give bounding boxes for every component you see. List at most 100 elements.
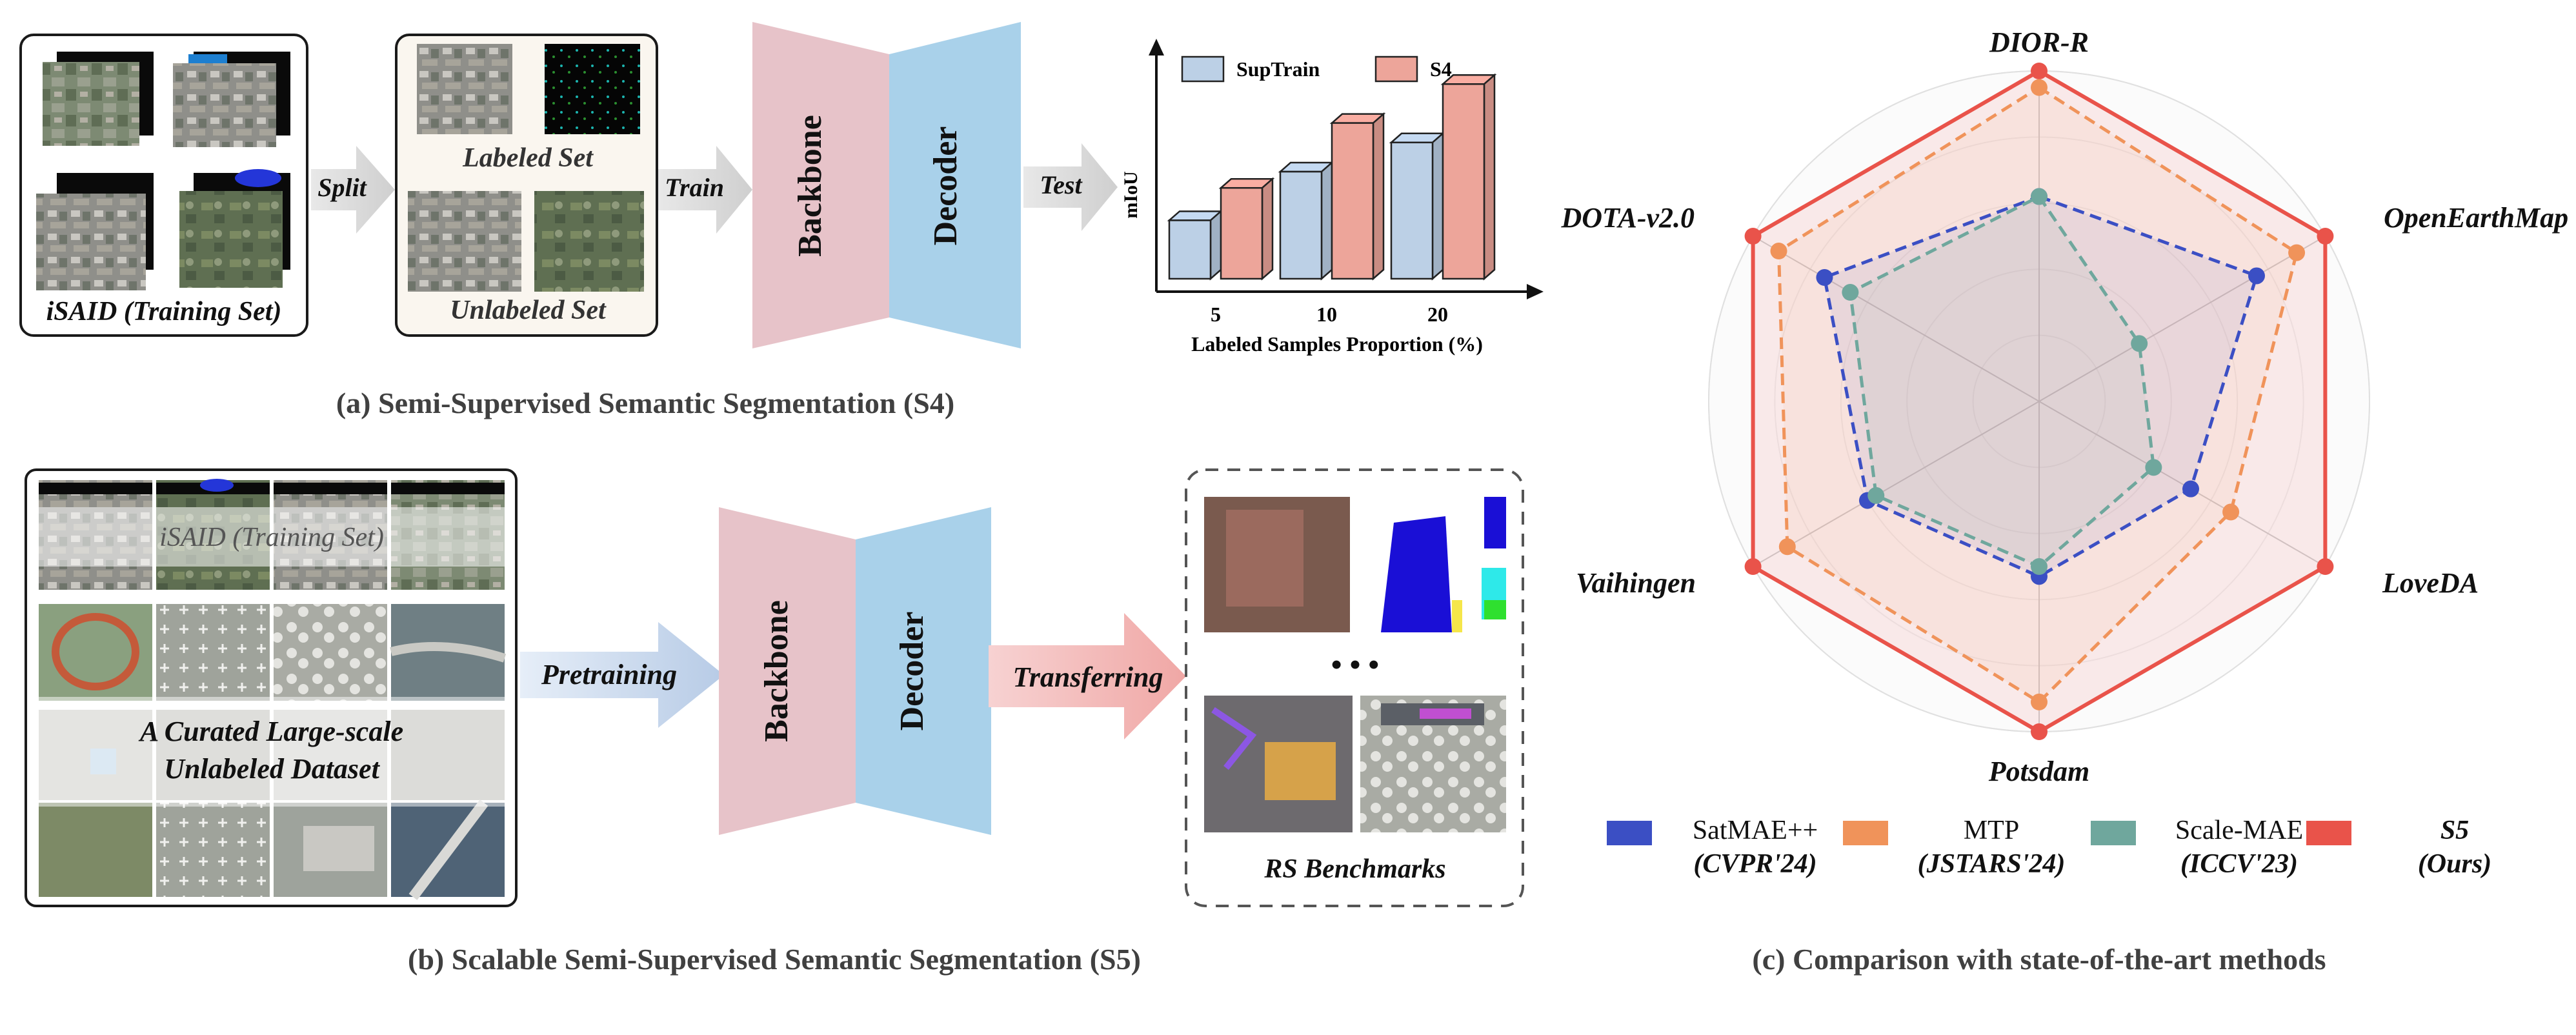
radar-spoke <box>1753 401 2040 567</box>
bar-side <box>1320 161 1333 281</box>
isaid-label-b: iSAID (Training Set) <box>159 523 384 552</box>
decoder-block-a <box>889 22 1021 348</box>
radar-legend-name: S5 <box>2440 816 2469 845</box>
radar-spoke <box>2038 236 2326 402</box>
bar-side <box>1209 209 1222 281</box>
radar-point <box>1842 284 1859 301</box>
labeled-image <box>417 44 512 134</box>
radar-axis-label: OpenEarthMap <box>2384 202 2568 234</box>
bar-chart: mIoU Labeled Samples Proportion (%) 5 10 20 S… <box>1120 39 1544 356</box>
test-label: Test <box>1040 170 1083 199</box>
radar-point <box>2031 723 2048 740</box>
x-tick-label: 10 <box>1316 303 1337 326</box>
test-arrow <box>1023 143 1118 231</box>
benchmark-mask-1 <box>1360 497 1506 632</box>
legend-label: S4 <box>1430 57 1452 81</box>
radar-point <box>2317 228 2334 245</box>
bar-SupTrain-20 <box>1390 141 1434 280</box>
radar-point <box>2031 188 2048 205</box>
radar-legend-name: MTP <box>1964 816 2019 845</box>
radar-legend-name: Scale-MAE <box>2175 816 2303 845</box>
unlabeled-image-1 <box>408 191 521 292</box>
radar-series-SatMAE++ <box>1822 194 2259 579</box>
y-axis-arrowhead <box>1149 39 1164 55</box>
bar-S4-10 <box>1331 122 1374 280</box>
curated-line1: A Curated Large-scale <box>138 716 403 747</box>
caption-c: (c) Comparison with state-of-the-art met… <box>1752 943 2326 976</box>
x-tick-label: 5 <box>1211 303 1221 326</box>
train-arrow <box>658 146 752 234</box>
ellipsis: • • • <box>1331 648 1379 682</box>
radar-legend: SatMAE++ (CVPR'24) MTP (JSTARS'24) Scale-MAE… <box>1607 816 2491 879</box>
train-label: Train <box>665 173 724 202</box>
backbone-label-b: Backbone <box>758 600 795 742</box>
radar-point <box>1744 558 1762 575</box>
radar-point <box>2031 79 2048 96</box>
radar-point <box>1744 228 1762 245</box>
radar-point <box>1778 538 1796 556</box>
transferring-arrow <box>989 613 1186 739</box>
radar-point <box>1770 243 1787 260</box>
radar-legend-swatch <box>1843 821 1888 845</box>
x-tick-label: 20 <box>1427 303 1448 326</box>
radar-legend-name: SatMAE++ <box>1693 816 1818 845</box>
radar-axis-label: Potsdam <box>1988 756 2089 787</box>
split-arrow <box>311 146 395 234</box>
backbone-block-a <box>752 22 889 348</box>
x-axis-arrowhead <box>1527 284 1544 299</box>
pretraining-arrow <box>520 622 724 728</box>
radar-point <box>2031 63 2048 79</box>
isaid-thumbnails <box>36 52 290 290</box>
radar-point <box>1867 487 1885 504</box>
radar-spoke <box>2038 401 2326 567</box>
bar-S4-5 <box>1220 186 1263 280</box>
decoder-label-a: Decoder <box>927 126 964 246</box>
bar-SupTrain-10 <box>1279 170 1323 280</box>
radar-axis-label: LoveDA <box>2382 567 2479 599</box>
legend-swatch <box>1374 55 1418 83</box>
radar-point <box>1816 269 1833 286</box>
isaid-source-label: iSAID (Training Set) <box>46 297 282 327</box>
radar-axis-label: Vaihingen <box>1576 567 1696 599</box>
bar-side <box>1431 132 1444 281</box>
radar-spoke <box>1753 236 2040 402</box>
radar-legend-swatch <box>1607 821 1652 845</box>
caption-b: (b) Scalable Semi-Supervised Semantic Se… <box>408 943 1141 976</box>
benchmarks-label: RS Benchmarks <box>1263 854 1445 884</box>
curated-line2: Unlabeled Dataset <box>164 753 380 785</box>
legend-label: SupTrain <box>1236 57 1320 81</box>
radar-axis-label: DOTA-v2.0 <box>1560 202 1695 234</box>
radar-point <box>2131 335 2148 352</box>
caption-a: (a) Semi-Supervised Semantic Segmentatio… <box>336 387 954 419</box>
curated-thumbnails <box>39 479 507 900</box>
unlabeled-image-2 <box>534 191 644 292</box>
radar-legend-swatch <box>2306 821 2351 845</box>
x-axis-label: Labeled Samples Proportion (%) <box>1191 332 1483 356</box>
y-axis-label: mIoU <box>1120 171 1142 218</box>
bar-side <box>1483 73 1496 281</box>
backbone-block-b <box>719 507 856 835</box>
labeled-set-label: Labeled Set <box>462 143 594 173</box>
unlabeled-set-label: Unlabeled Set <box>450 296 607 325</box>
radar-legend-sub: (JSTARS'24) <box>1918 849 2066 879</box>
radar-point <box>2317 558 2334 575</box>
radar-point <box>2031 693 2048 710</box>
panel-a: iSAID (Training Set) Split Labeled Set U… <box>19 22 1544 419</box>
radar-legend-swatch <box>2091 821 2136 845</box>
split-label: Split <box>317 173 367 202</box>
bar-S4-20 <box>1442 83 1485 280</box>
panel-b: iSAID (Training Set) A Curated Large-sca… <box>25 468 1524 976</box>
pretraining-label: Pretraining <box>541 659 677 690</box>
radar-point <box>2031 558 2048 575</box>
radar-legend-sub: (Ours) <box>2418 849 2491 879</box>
decoder-block-b <box>856 507 991 835</box>
radar-legend-sub: (CVPR'24) <box>1693 849 1816 879</box>
labeled-mask <box>545 44 640 134</box>
radar-point <box>2248 267 2265 285</box>
radar-point <box>2145 459 2162 476</box>
bar-SupTrain-5 <box>1168 219 1212 280</box>
radar-axis-label: DIOR-R <box>1989 26 2089 58</box>
radar-legend-sub: (ICCV'23) <box>2180 849 2298 879</box>
